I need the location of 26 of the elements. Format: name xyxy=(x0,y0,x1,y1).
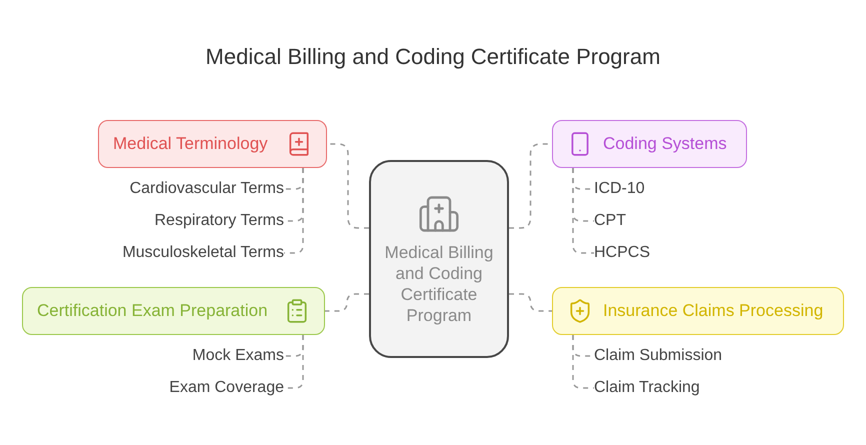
subtopic-label: Exam Coverage xyxy=(169,379,284,397)
subtopic-label: ICD-10 xyxy=(594,180,645,198)
topic-label: Medical Billing and Coding Certificate Program xyxy=(384,242,494,326)
category-box xyxy=(552,120,747,168)
category-label: Medical Terminology xyxy=(113,134,268,154)
dashed-connector xyxy=(325,293,369,312)
subtopic-label: Claim Tracking xyxy=(594,379,700,397)
central-topic-box xyxy=(369,160,509,358)
subtopic-label: Cardiovascular Terms xyxy=(130,180,284,198)
category-label: Coding Systems xyxy=(603,134,727,154)
subtopic-label: HCPCS xyxy=(594,244,650,262)
category-box xyxy=(22,287,325,335)
category-box xyxy=(98,120,327,168)
subtopic-label: Respiratory Terms xyxy=(154,212,284,230)
dashed-connector xyxy=(572,335,594,389)
diagram-title: Medical Billing and Coding Certificate Program xyxy=(204,44,662,70)
dashed-connector xyxy=(284,168,304,254)
subtopic-label: Musculoskeletal Terms xyxy=(122,244,284,262)
subtopic-label: Claim Submission xyxy=(594,347,722,365)
subtopic-label: CPT xyxy=(594,212,626,230)
category-label: Certification Exam Preparation xyxy=(37,301,268,321)
category-label: Insurance Claims Processing xyxy=(603,301,824,321)
subtopic-label: Mock Exams xyxy=(192,347,284,365)
dashed-connector xyxy=(509,293,552,312)
dashed-connector xyxy=(572,168,594,254)
category-box xyxy=(552,287,844,335)
